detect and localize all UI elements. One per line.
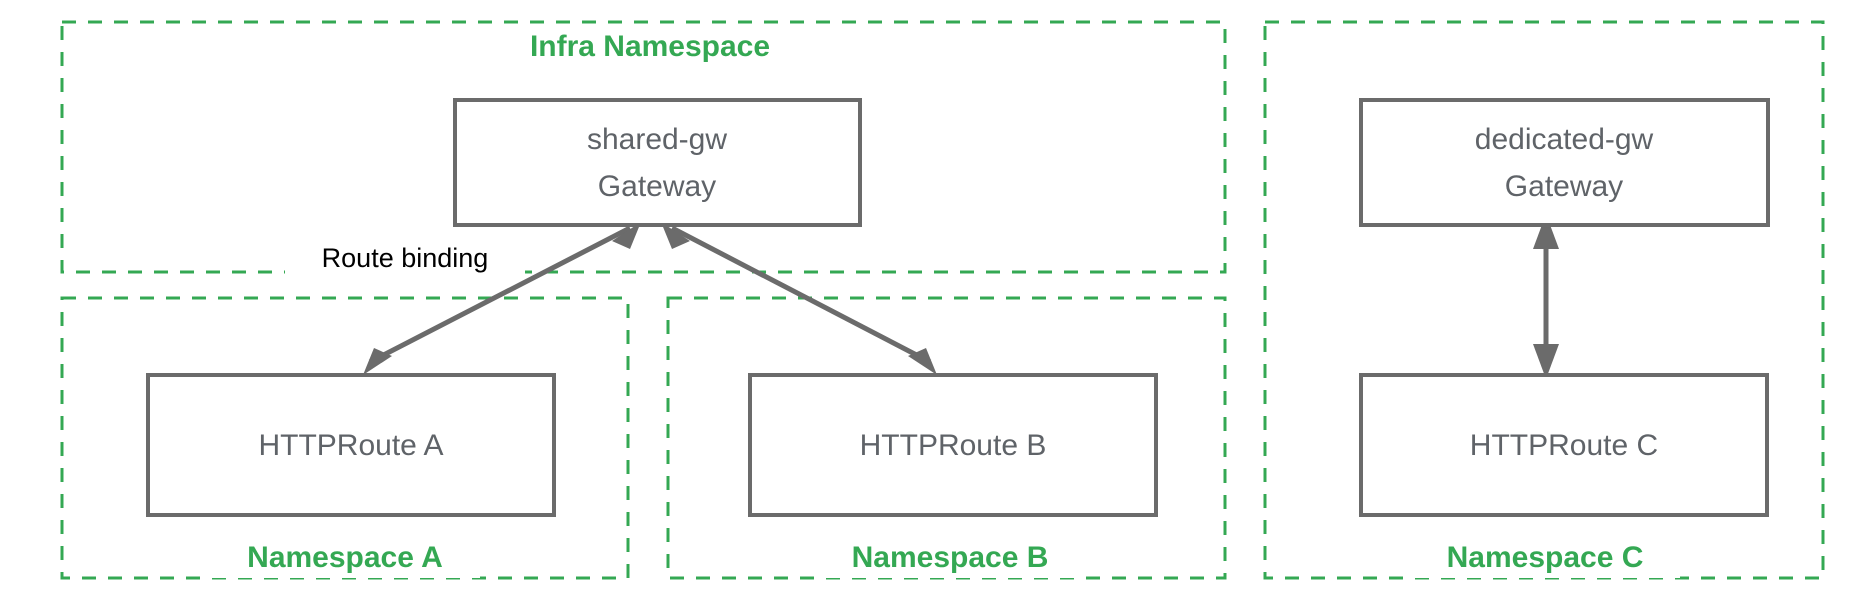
node-httproute-c[interactable]: HTTPRoute C [1359, 373, 1769, 517]
node-label-shared-gw-line1: shared-gw [587, 123, 727, 156]
edge-label-route-binding: Route binding [322, 243, 489, 273]
namespace-label-b: Namespace B [852, 541, 1049, 574]
edge-line-a [368, 225, 632, 365]
namespace-container-infra [60, 20, 1227, 274]
label-mask-route-binding [285, 242, 525, 276]
edge-arrowhead-c-up [1533, 214, 1559, 249]
node-httproute-b[interactable]: HTTPRoute B [748, 373, 1158, 517]
edge-line-b [670, 225, 932, 365]
namespace-container-b [666, 296, 1227, 580]
node-shared-gw[interactable]: shared-gw Gateway [453, 98, 862, 227]
node-label-dedicated-gw-line1: dedicated-gw [1475, 123, 1654, 156]
node-box-httproute-b[interactable] [748, 373, 1158, 517]
edge-arrowhead-b-up [661, 222, 690, 249]
edge-route-binding-b [661, 222, 937, 375]
edge-arrowhead-a-down [363, 348, 392, 375]
namespace-container-c [1263, 20, 1825, 580]
node-label-dedicated-gw-line2: Gateway [1505, 170, 1623, 203]
namespace-label-infra: Infra Namespace [530, 30, 770, 63]
node-label-httproute-b: HTTPRoute B [860, 429, 1047, 462]
node-box-dedicated-gw[interactable] [1359, 98, 1770, 227]
node-dedicated-gw[interactable]: dedicated-gw Gateway [1359, 98, 1770, 227]
label-mask-infra [470, 27, 830, 63]
label-mask-b [815, 538, 1085, 578]
edge-route-binding-a [363, 222, 641, 375]
node-httproute-a[interactable]: HTTPRoute A [146, 373, 556, 517]
label-mask-c [1410, 538, 1680, 578]
node-box-httproute-a[interactable] [146, 373, 556, 517]
edge-arrowhead-b-down [908, 348, 937, 375]
edge-arrowhead-a-up [612, 222, 641, 249]
label-mask-a [210, 538, 480, 578]
node-label-httproute-a: HTTPRoute A [258, 429, 443, 462]
node-label-httproute-c: HTTPRoute C [1470, 429, 1658, 462]
edge-arrowhead-c-down [1533, 344, 1559, 379]
node-label-shared-gw-line2: Gateway [598, 170, 716, 203]
namespace-label-c: Namespace C [1447, 541, 1644, 574]
node-box-shared-gw[interactable] [453, 98, 862, 227]
namespace-label-a: Namespace A [247, 541, 443, 574]
node-box-httproute-c[interactable] [1359, 373, 1769, 517]
edge-route-binding-c [1533, 214, 1559, 379]
